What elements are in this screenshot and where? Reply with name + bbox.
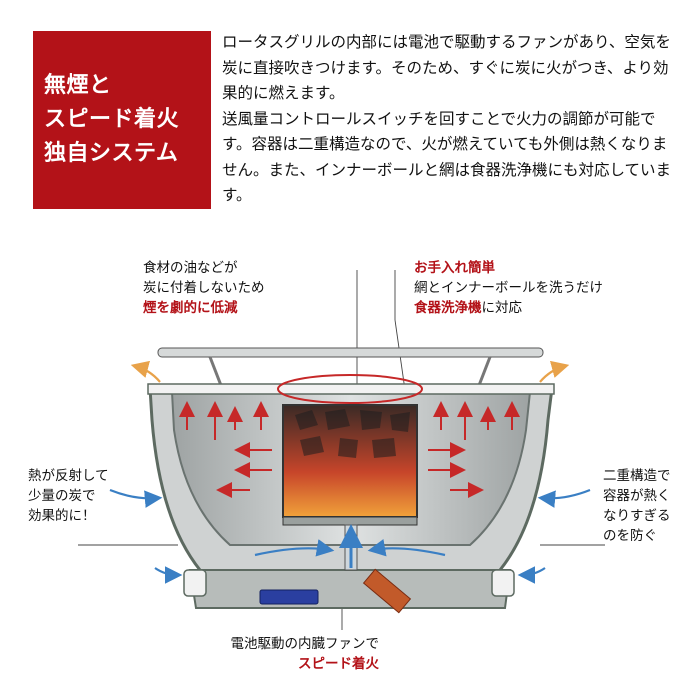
callout-top-right-line-3: に対応 [481,300,523,316]
callout-top-right-line-2: 網とインナーボールを洗うだけ [414,280,603,296]
fan-housing [188,569,512,609]
callout-top-left-line-2: 炭に付着しないため [143,280,265,296]
callout-bottom-line-1: 電池駆動の内臓ファンで [230,636,380,652]
heat-arrows [179,401,520,498]
callout-right-line-3: なりすぎる [603,508,671,524]
airflow-arrows [109,488,591,584]
description-paragraph-2: 送風量コントロールスイッチを回すことで火力の調節が可能です。容器は二重構造なので… [222,109,672,205]
callout-left: 熱が反射して 少量の炭で 効果的に！ [28,466,109,526]
callout-bottom: 電池駆動の内臓ファンで スピード着火 [199,634,380,674]
callout-right: 二重構造で 容器が熱く なりすぎる のを防ぐ [603,466,671,546]
battery-icon [259,589,319,605]
callout-left-line-2: 少量の炭で [28,488,96,504]
callout-right-line-1: 二重構造で [603,468,671,484]
exhaust-arrows [130,360,570,383]
callout-top-right: お手入れ簡単 網とインナーボールを洗うだけ 食器洗浄機に対応 [414,258,603,318]
callout-top-left: 食材の油などが 炭に付着しないため 煙を劇的に低減 [143,258,265,318]
airflow-control-switch [362,568,412,614]
callout-left-line-1: 熱が反射して [28,468,109,484]
callout-top-right-highlight: お手入れ簡単 [414,260,495,276]
feature-title-box: 無煙と スピード着火 独自システム [33,31,211,209]
callout-left-line-3: 効果的に！ [28,508,96,524]
grill-grate [157,347,544,358]
feature-title-line-2: スピード着火 [44,107,180,132]
callout-top-left-line-1: 食材の油などが [143,260,238,276]
callout-bottom-highlight: スピード着火 [298,656,379,672]
grate-highlight-ellipse [277,374,423,404]
callout-top-right-highlight-2: 食器洗浄機 [414,300,482,316]
description-paragraph-1: ロータスグリルの内部には電池で駆動するファンがあり、空気を炭に直接吹きつけます。… [222,33,671,102]
callout-right-line-2: 容器が熱く [603,488,671,504]
callout-top-left-highlight: 煙を劇的に低減 [143,300,238,316]
callout-right-line-4: のを防ぐ [603,528,657,544]
feature-title-line-1: 無煙と [44,73,112,98]
charcoal-pieces [295,409,410,458]
feature-description: ロータスグリルの内部には電池で駆動するファンがあり、空気を炭に直接吹きつけます。… [222,30,674,209]
feature-title-line-3: 独自システム [44,141,179,166]
